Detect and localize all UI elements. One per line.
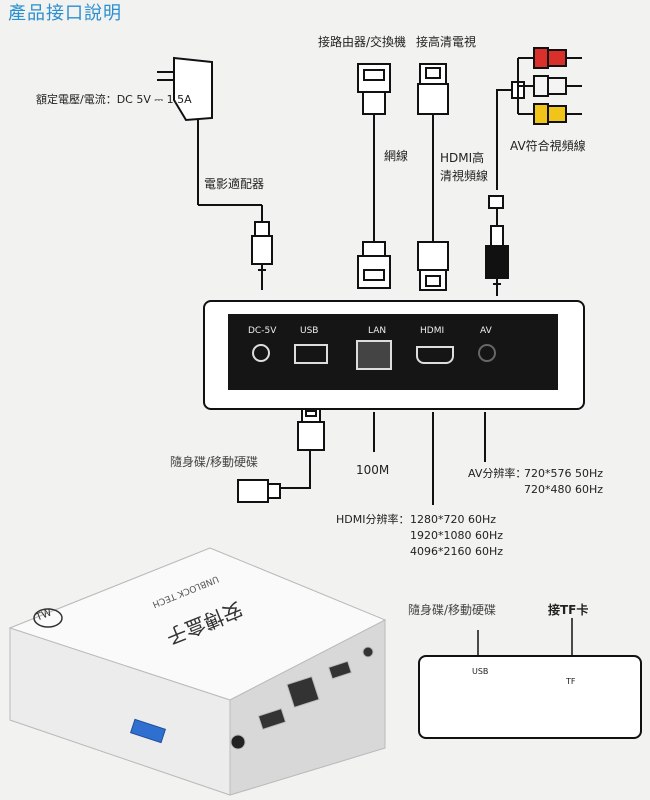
usb-drive-icon (297, 407, 325, 451)
page-title: 產品接口說明 (8, 3, 122, 24)
dc-port-icon (252, 344, 270, 362)
power-adapter-icon (157, 56, 273, 290)
av-port-label: AV (480, 326, 492, 336)
hdmi-res-label: HDMI分辨率： (336, 513, 410, 526)
adapter-label: 電影適配器 (204, 177, 265, 191)
av-res-label: AV分辨率： (468, 467, 527, 480)
side-usb-port-label: USB (472, 667, 489, 676)
side-port-panel: USB TF (418, 655, 642, 739)
hdmi-res-3: 4096*2160 60Hz (410, 545, 504, 558)
hdmi-port-icon (416, 346, 454, 364)
hdmi-res-1: 1280*720 60Hz (410, 513, 497, 526)
dc-port-label: DC-5V (248, 326, 277, 336)
usb-port-icon (294, 344, 328, 364)
side-tf-title: 接TF卡 (548, 603, 589, 617)
port-panel: DC-5V USB LAN HDMI AV (228, 314, 558, 390)
usb-line (272, 450, 311, 489)
side-usb-title: 隨身碟/移動硬碟 (408, 603, 497, 617)
usb-label: 隨身碟/移動硬碟 (170, 455, 259, 469)
av-res-1: 720*576 50Hz (524, 467, 604, 480)
hdmi-cable-icon (417, 63, 449, 291)
lan-top-label: 接路由器/交換機 (318, 35, 407, 49)
lan-port-icon (356, 340, 392, 370)
av-cable-icon (485, 47, 582, 296)
lan-speed: 100M (356, 463, 390, 477)
hdmi-port-label: HDMI (420, 326, 445, 336)
power-spec: 額定電壓/電流：DC 5V ⎓ 1.5A (36, 93, 192, 106)
lan-port-label: LAN (368, 326, 387, 336)
usb-port-label: USB (300, 326, 319, 336)
hdmi-cable-label-1: HDMI高 (440, 151, 485, 165)
av-cable-label: AV符合視頻線 (510, 139, 586, 153)
side-tf-port-label: TF (566, 677, 576, 686)
usb-drive-horizontal-icon (237, 479, 281, 503)
hdmi-cable-label-2: 清視頻線 (440, 169, 489, 183)
lan-cable-icon (357, 63, 391, 289)
device-photo (8, 547, 387, 796)
hdmi-res-2: 1920*1080 60Hz (410, 529, 504, 542)
lan-cable-label: 網線 (384, 149, 409, 163)
hdmi-top-label: 接高清電視 (416, 35, 477, 49)
av-res-2: 720*480 60Hz (524, 483, 604, 496)
av-port-icon (478, 344, 496, 362)
